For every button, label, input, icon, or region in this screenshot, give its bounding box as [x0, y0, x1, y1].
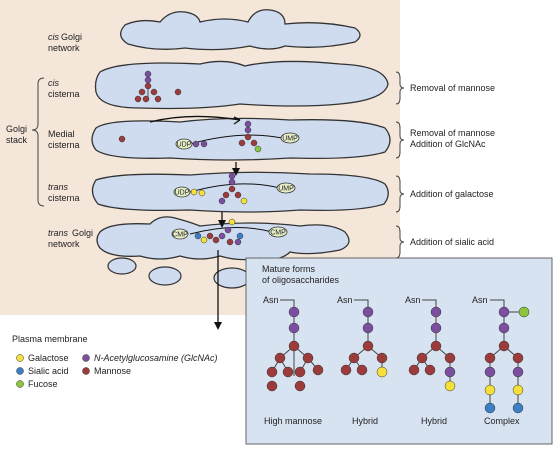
legend-galactose: Galactose: [28, 353, 69, 363]
hybrid-structure-2: Asn Hybrid: [405, 295, 456, 426]
medial-cisterna-label-2: cisterna: [48, 140, 80, 150]
trans-golgi-network-label-3: network: [48, 239, 80, 249]
high-mannose-structure: Asn High mannose: [263, 295, 324, 426]
asn-label: Asn: [263, 295, 279, 305]
cis-golgi-network-label-2: Golgi: [61, 32, 82, 42]
golgi-stack-bracket: [31, 77, 45, 207]
nucleotide-arrows: [189, 134, 283, 235]
step-cis-label: Removal of mannose: [410, 83, 495, 93]
complex-structure: Asn Complex: [472, 295, 530, 426]
udp-label-trans: UDP: [175, 190, 190, 197]
step-medial-label-1: Removal of mannose: [410, 128, 495, 138]
mature-forms-panel: [245, 257, 553, 445]
trans-cisterna: [91, 171, 389, 213]
step-medial-label-2: Addition of GlcNAc: [410, 139, 486, 149]
cmp-label-out: CMP: [270, 230, 286, 237]
cmp-label-in: CMP: [172, 232, 188, 239]
medial-cisterna-label-1: Medial: [48, 129, 75, 139]
asn-label: Asn: [472, 295, 488, 305]
nucleotide-markers: [171, 132, 300, 240]
cis-oligosaccharide: [134, 70, 182, 103]
legend-sialic-acid: Sialic acid: [28, 366, 69, 376]
hybrid-label-2: Hybrid: [421, 416, 447, 426]
mature-title-1: Mature forms: [262, 264, 316, 274]
legend-fucose: Fucose: [28, 379, 58, 389]
cis-cisterna-label-1: cis: [48, 78, 59, 88]
asn-label: Asn: [337, 295, 353, 305]
medial-oligosaccharide: [118, 120, 262, 153]
legend: Galactose Sialic acid Fucose N-Acetylglu…: [16, 353, 218, 389]
trans-oligosaccharide: [198, 172, 248, 205]
mannose-swatch: [82, 367, 90, 375]
cis-golgi-network-label-3: network: [48, 43, 80, 53]
cis-cisterna-label-2: cisterna: [48, 89, 80, 99]
ump-label-trans: UMP: [278, 186, 294, 193]
tgn-oligosaccharide: [194, 218, 244, 246]
cis-cisterna: [94, 60, 389, 110]
glcnac-swatch: [82, 354, 90, 362]
trans-cisterna-label-2: cisterna: [48, 193, 80, 203]
step-trans-label: Addition of galactose: [410, 189, 494, 199]
vesicle: [148, 266, 182, 286]
galactose-swatch: [16, 354, 24, 362]
trans-cisterna-label-1: trans: [48, 182, 69, 192]
trans-golgi-network-label-1: trans: [48, 228, 69, 238]
mature-title-2: of oligosaccharides: [262, 275, 340, 285]
trans-golgi-network-label-2: Golgi: [72, 228, 93, 238]
ump-label-medial: UMP: [282, 136, 298, 143]
cis-golgi-network-label-1: cis: [48, 32, 59, 42]
udp-label-medial: UDP: [177, 142, 192, 149]
high-mannose-label: High mannose: [264, 416, 322, 426]
medial-cisterna: [91, 117, 391, 161]
legend-glcnac: N-Acetylglucosamine (GlcNAc): [94, 353, 218, 363]
vesicle: [213, 267, 251, 289]
hybrid-structure-1: Asn Hybrid: [337, 295, 388, 426]
hybrid-label-1: Hybrid: [352, 416, 378, 426]
transport-arrows: [149, 115, 241, 326]
complex-label: Complex: [484, 416, 520, 426]
sialic-acid-swatch: [16, 367, 24, 375]
step-tgn-label: Addition of sialic acid: [410, 237, 494, 247]
fucose-swatch: [16, 380, 24, 388]
step-brackets: [395, 71, 405, 259]
asn-label: Asn: [405, 295, 421, 305]
golgi-stack-label-1: Golgi: [6, 124, 27, 134]
cis-golgi-network-cisterna: [120, 9, 361, 51]
vesicle: [107, 257, 137, 275]
golgi-stack-label-2: stack: [6, 135, 28, 145]
plasma-membrane-label: Plasma membrane: [12, 334, 88, 344]
legend-mannose: Mannose: [94, 366, 131, 376]
